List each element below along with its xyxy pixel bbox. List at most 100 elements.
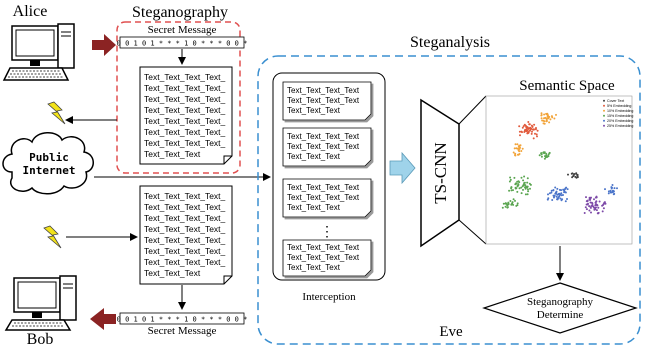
scatter-point bbox=[575, 172, 578, 175]
scatter-point bbox=[540, 117, 543, 120]
scatter-point bbox=[604, 188, 606, 191]
intercepted-doc-line: Text_Text_Text bbox=[287, 203, 341, 212]
scatter-point bbox=[595, 209, 598, 212]
bits-to-bob-arrow bbox=[90, 308, 116, 330]
scatter-point bbox=[513, 176, 516, 179]
intercepted-doc-line: Text_Text_Text_Text bbox=[287, 183, 360, 192]
intercepted-document bbox=[282, 127, 372, 167]
stego-document-lines: Text_Text_Text_Text_ Text_Text_Text_Text… bbox=[144, 72, 226, 159]
lightning-icon-top bbox=[47, 101, 66, 125]
scatter-point bbox=[545, 113, 548, 116]
scatter-point bbox=[541, 119, 544, 122]
legend-label: 25% Embedding bbox=[607, 124, 633, 128]
scatter-point bbox=[598, 200, 601, 203]
scatter-point bbox=[550, 115, 553, 118]
scatter-point bbox=[564, 200, 567, 203]
scatter-point bbox=[548, 121, 551, 124]
scatter-point bbox=[566, 198, 568, 200]
scatter-point bbox=[508, 189, 511, 192]
received-doc-line: Text_Text_Text_Text_ bbox=[144, 202, 226, 212]
scatter-point bbox=[550, 189, 553, 192]
scatter-point bbox=[548, 151, 551, 154]
scatter-point bbox=[512, 189, 514, 192]
scatter-point bbox=[523, 130, 526, 133]
scatter-point bbox=[506, 206, 509, 209]
secret-message-label-top: Secret Message bbox=[148, 24, 217, 36]
semantic-space-plot bbox=[485, 95, 633, 245]
steganography-box bbox=[116, 21, 241, 174]
scatter-point bbox=[611, 184, 614, 186]
scatter-point bbox=[563, 191, 566, 194]
scatter-point bbox=[512, 203, 515, 206]
scatter-point bbox=[556, 198, 558, 201]
scatter-point bbox=[547, 193, 549, 196]
scatter-point bbox=[588, 205, 591, 208]
secret-message-bits-top: 0 0 1 0 1 * * * 1 0 * * * 0 0 * bbox=[117, 40, 248, 48]
scatter-point bbox=[560, 192, 563, 195]
scatter-point bbox=[540, 114, 543, 116]
intercepted-doc-line: Text_Text_Text_Text bbox=[287, 243, 360, 252]
scatter-point bbox=[588, 209, 591, 212]
scatter-point bbox=[556, 187, 559, 190]
scatter-point bbox=[530, 132, 533, 135]
scatter-point bbox=[509, 176, 512, 179]
scatter-point bbox=[514, 152, 517, 155]
legend-label: 20% Embedding bbox=[607, 119, 633, 123]
flow-arrow bbox=[389, 151, 416, 185]
scatter-point bbox=[584, 206, 587, 209]
scatter-point bbox=[513, 147, 516, 150]
ellipsis: ⋮ bbox=[320, 225, 334, 240]
scatter-point bbox=[519, 144, 522, 147]
scatter-point bbox=[602, 207, 605, 210]
interception-container bbox=[272, 72, 386, 281]
scatter-point bbox=[607, 192, 610, 195]
scatter-point bbox=[507, 201, 510, 204]
eve-label: Eve bbox=[439, 324, 463, 340]
scatter-point bbox=[596, 204, 599, 206]
scatter-point bbox=[548, 192, 551, 195]
scatter-point bbox=[522, 179, 525, 182]
scatter-point bbox=[567, 173, 569, 176]
scatter-point bbox=[524, 193, 527, 196]
scatter-point bbox=[553, 117, 556, 120]
public-internet-label: Internet bbox=[23, 164, 76, 177]
scatter-point bbox=[527, 188, 529, 191]
scatter-point bbox=[590, 201, 593, 204]
secret-message-label-bottom: Secret Message bbox=[148, 325, 217, 337]
decision-label: Steganography bbox=[527, 296, 593, 308]
scatter-point bbox=[526, 181, 529, 184]
scatter-point bbox=[505, 202, 508, 205]
scatter-point bbox=[546, 156, 549, 158]
scatter-point bbox=[528, 182, 531, 185]
scatter-point bbox=[545, 152, 548, 155]
scatter-point bbox=[589, 199, 591, 201]
stego-doc-line: Text_Text_Text_Text_ bbox=[144, 127, 226, 137]
scatter-point bbox=[527, 121, 530, 123]
scatter-point bbox=[536, 129, 539, 132]
scatter-point bbox=[529, 187, 531, 190]
cnn-to-space-line bbox=[458, 219, 487, 245]
scatter-point bbox=[517, 149, 520, 152]
legend-label: Cover Text bbox=[607, 99, 624, 103]
scatter-point bbox=[543, 122, 546, 125]
scatter-point bbox=[530, 124, 533, 127]
intercepted-doc-line: Text_Text_Text_Text bbox=[287, 142, 360, 151]
scatter-point bbox=[553, 196, 555, 199]
scatter-point bbox=[520, 192, 523, 195]
stego-doc-line: Text_Text_Text_Text_ bbox=[144, 94, 226, 104]
cnn-to-space-line bbox=[458, 95, 487, 125]
scatter-point bbox=[590, 211, 592, 214]
scatter-point bbox=[521, 126, 524, 129]
scatter-point bbox=[612, 190, 615, 193]
scatter-point bbox=[508, 180, 511, 183]
stego-doc-line: Text_Text_Text_Text_ bbox=[144, 116, 226, 126]
scatter-point bbox=[509, 178, 512, 181]
scatter-point bbox=[547, 116, 550, 119]
scatter-point bbox=[516, 143, 519, 146]
scatter-point bbox=[545, 119, 548, 122]
legend-label: 15% Embedding bbox=[607, 114, 633, 118]
scatter-point bbox=[557, 196, 560, 199]
scatter-point bbox=[522, 184, 525, 187]
scatter-point bbox=[531, 130, 533, 133]
scatter-point bbox=[518, 125, 521, 128]
